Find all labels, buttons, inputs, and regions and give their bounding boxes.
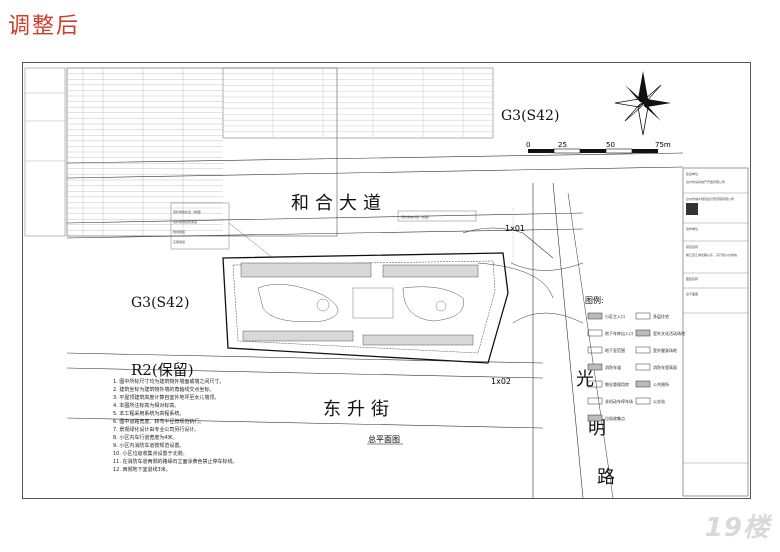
road-east-label-3: 路 xyxy=(597,467,615,488)
legend-item-5: 室外健身场地 xyxy=(653,347,677,353)
legend-swatch-5 xyxy=(635,346,651,354)
plan-title: 总平面图 xyxy=(368,434,400,444)
legend-swatch-11 xyxy=(635,397,651,405)
note-1: 2. 建筑坐标为建筑物外墙的角轴线交点坐标。 xyxy=(113,386,214,393)
legend-title: 图例: xyxy=(585,295,604,305)
cooperation-label: 合作单位 xyxy=(686,226,698,231)
north-arrow-icon xyxy=(614,71,671,136)
drawing-label: 图纸名称 xyxy=(686,276,698,281)
legend-swatch-9 xyxy=(635,380,651,388)
annotation-2: 规划绿道 xyxy=(173,229,185,234)
highway-label-left: G3(S42) xyxy=(131,295,189,311)
client-label: 建设单位 xyxy=(686,171,698,176)
drawing-sheet: 0 25 50 75m xyxy=(22,62,751,499)
label-1x01: 1x01 xyxy=(505,224,525,233)
top-info-block xyxy=(222,67,494,139)
legend: 图例: 小区主入口多层住宅地下车库出入口室外文化活动场地地下室范围室外健身场地消… xyxy=(585,295,685,422)
note-2: 3. 平屋顶建筑高度计算自室外地坪至女儿墙顶。 xyxy=(113,394,219,401)
note-10: 11. 在消防车道两侧的路缘石立面涂黄色禁止停车标线。 xyxy=(113,458,238,465)
legend-swatch-3 xyxy=(635,329,651,337)
legend-item-7: 消防车登高面 xyxy=(653,364,677,370)
legend-item-8: 物业管理用房 xyxy=(605,381,629,387)
note-5: 6. 图中道路宽度、转弯半径按规范执行。 xyxy=(113,418,204,425)
note-6: 7. 景观绿化设计由专业公司另行设计。 xyxy=(113,426,199,433)
data-table xyxy=(66,67,338,237)
legend-swatch-2 xyxy=(587,329,603,337)
margin-panel xyxy=(24,67,66,237)
scale-bar: 0 25 50 75m xyxy=(526,141,671,154)
legend-swatch-4 xyxy=(587,346,603,354)
note-7: 8. 小区内车行道宽度为4米。 xyxy=(113,434,178,441)
legend-swatch-8 xyxy=(587,380,603,388)
road-east-label-2: 明 xyxy=(588,418,606,439)
drawing-name: 总平面图 xyxy=(686,291,698,296)
legend-item-2: 地下车库出入口 xyxy=(605,330,633,336)
scale-tick-3: 75m xyxy=(655,141,671,149)
legend-item-6: 消防车道 xyxy=(605,364,621,370)
legend-swatch-10 xyxy=(587,397,603,405)
legend-item-0: 小区主入口 xyxy=(605,313,625,319)
legend-item-1: 多层住宅 xyxy=(653,313,669,319)
scale-tick-1: 25 xyxy=(558,141,567,149)
legend-item-11: 公交站 xyxy=(653,398,665,404)
watermark-logo: 19楼 xyxy=(704,513,770,543)
designer-name: 台州市城乡规划设计研究院有限公司 xyxy=(686,196,734,201)
note-4: 5. 本工程采用系统为高程系统。 xyxy=(113,410,184,417)
roads xyxy=(66,152,684,498)
site-plot xyxy=(222,252,509,364)
scale-tick-2: 50 xyxy=(606,141,615,149)
legend-item-12: 垃圾收集点 xyxy=(605,415,625,421)
legend-swatch-0 xyxy=(587,312,603,320)
legend-swatch-6 xyxy=(587,363,603,371)
note-8: 9. 小区内消防车道按规范设置。 xyxy=(113,442,184,449)
legend-item-3: 室外文化活动场地 xyxy=(653,330,685,336)
legend-item-4: 地下室范围 xyxy=(605,347,625,353)
legend-swatch-12 xyxy=(587,414,603,422)
title-block: 建设单位 台州市某房地产开发有限公司 台州市城乡规划设计研究院有限公司 合作单位… xyxy=(682,167,749,497)
project-name: 椒江区江城北路以东、东升街以北地块 xyxy=(686,252,737,257)
note-0: 1. 图中所标尺寸均为建筑物外墙面或墙之间尺寸。 xyxy=(113,378,224,385)
design-notes: 1. 图中所标尺寸均为建筑物外墙面或墙之间尺寸。2. 建筑坐标为建筑物外墙的角轴… xyxy=(113,378,238,473)
legend-swatch-7 xyxy=(635,363,651,371)
legend-item-9: 公共厕所 xyxy=(653,381,669,387)
site-plan-drawing: 0 25 50 75m xyxy=(24,67,749,498)
road-south-label: 东升街 xyxy=(323,399,395,420)
highway-label-top: G3(S42) xyxy=(501,108,559,124)
note-11: 12. 西侧地下室退线3米。 xyxy=(113,466,171,473)
annotation-1: 现状热线检修通道 xyxy=(173,219,197,224)
road-north-label: 和合大道 xyxy=(291,193,387,214)
reserved-label: R2(保留) xyxy=(131,361,194,379)
annotation-0: 现状通信管道（地埋） xyxy=(173,209,203,214)
legend-item-10: 非机动车停车场 xyxy=(605,398,633,404)
note-3: 4. 本图所注标高为相对标高。 xyxy=(113,402,179,409)
project-label: 项目名称 xyxy=(686,244,698,249)
label-1x02: 1x02 xyxy=(491,377,511,386)
plan-annotations: 现状通信管道（地埋） 现状热线检修通道 规划绿道 东侧通道 现状通信管道（地埋）… xyxy=(170,202,525,386)
client-name: 台州市某房地产开发有限公司 xyxy=(686,179,725,184)
legend-swatch-1 xyxy=(635,312,651,320)
scale-tick-0: 0 xyxy=(526,141,530,149)
annotation-top-pipe: 现状通信管道（地埋） xyxy=(401,214,431,219)
road-east-label-1: 光 xyxy=(576,369,594,390)
note-9: 10. 小区垃圾收集点设置于北侧。 xyxy=(113,450,188,457)
annotation-3: 东侧通道 xyxy=(173,239,185,244)
page-title: 调整后 xyxy=(8,14,81,39)
